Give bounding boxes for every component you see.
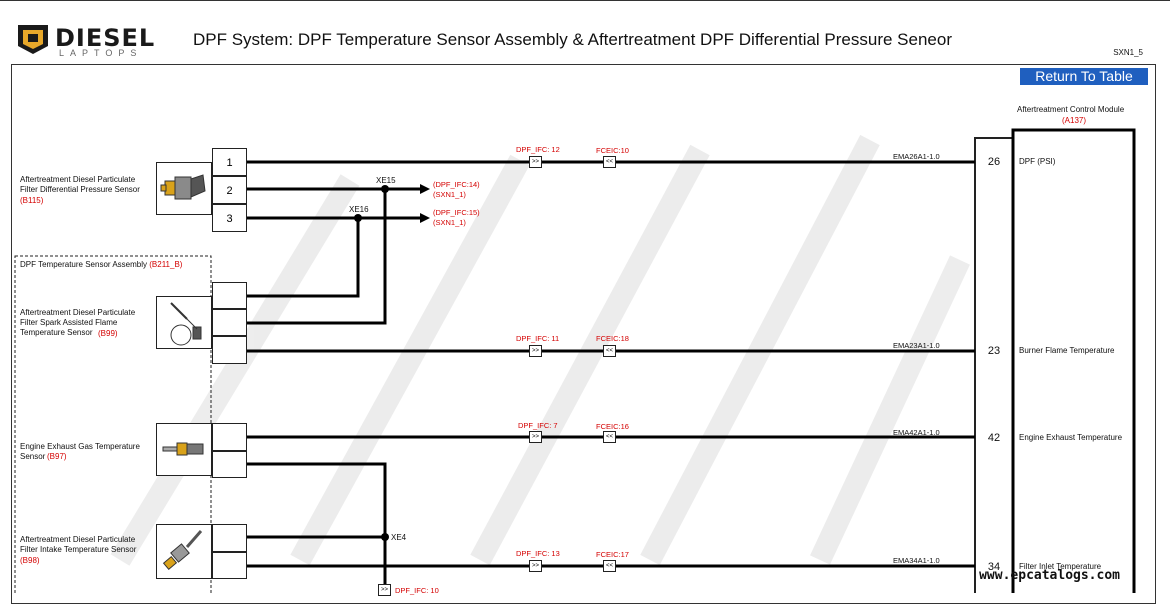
connector-mark-left: << bbox=[603, 560, 616, 572]
sensor-pin-cell bbox=[212, 552, 247, 579]
module-pin-number: 26 bbox=[987, 156, 1001, 168]
page-code: SXN1_5 bbox=[1113, 48, 1143, 57]
exhaust-sensor-image bbox=[156, 423, 212, 476]
arrow-icon bbox=[420, 213, 430, 223]
diesel-laptops-logo: DIESEL LAPTOPS bbox=[15, 22, 160, 60]
wires-group bbox=[246, 160, 975, 590]
sensor-name: Engine Exhaust Gas Temperature Sensor bbox=[20, 442, 140, 461]
connector-mark-left: << bbox=[603, 345, 616, 357]
sensor-pin-cell bbox=[212, 451, 247, 478]
module-pin-label: Engine Exhaust Temperature bbox=[1019, 433, 1123, 442]
sensor-pin-cell: 2 bbox=[212, 176, 247, 204]
ifc-label: DPF_IFC: 7 bbox=[518, 421, 558, 430]
return-to-table-button[interactable]: Return To Table bbox=[1020, 68, 1148, 85]
wire-id: EMA26A1-1.0 bbox=[893, 152, 940, 161]
splice-dot-xe15 bbox=[381, 185, 389, 193]
sensor-name: Aftertreatment Diesel Particulate Filter… bbox=[20, 175, 140, 194]
logo-subtitle: LAPTOPS bbox=[59, 48, 143, 58]
sensor-ref: (B115) bbox=[20, 196, 44, 205]
intake-sensor-image bbox=[156, 524, 212, 579]
wire-id: EMA34A1-1.0 bbox=[893, 556, 940, 565]
connector-mark-left: << bbox=[603, 431, 616, 443]
sensor-pin-cell: 3 bbox=[212, 204, 247, 232]
splice-label-xe15: XE15 bbox=[376, 176, 396, 185]
ifc-label: DPF_IFC: 12 bbox=[516, 145, 560, 154]
wire-id: EMA23A1-1.0 bbox=[893, 341, 940, 350]
splice-label-xe4: XE4 bbox=[391, 533, 407, 542]
logo-wordmark: DIESEL bbox=[55, 24, 156, 52]
module-pin-label: DPF (PSI) bbox=[1019, 157, 1056, 166]
top-border bbox=[0, 0, 1170, 1]
sensor-pin-cell: 1 bbox=[212, 148, 247, 176]
splice-label-xe16: XE16 bbox=[349, 205, 369, 214]
offpage-conn: (DPF_IFC:14) bbox=[433, 180, 480, 189]
fceic-label: FCEIC:10 bbox=[596, 146, 629, 155]
offpage-conn: (DPF_IFC:15) bbox=[433, 208, 480, 217]
module-connector bbox=[974, 137, 1014, 593]
assembly-ref: (B211_B) bbox=[149, 260, 183, 269]
sensor-ref: (B99) bbox=[98, 329, 118, 338]
offpage-page: (SXN1_1) bbox=[433, 218, 466, 227]
wire-b99-to-xe16 bbox=[246, 218, 360, 298]
arrow-icon bbox=[420, 184, 430, 194]
sensor-name: Aftertreatment Diesel Particulate Filter… bbox=[20, 308, 136, 337]
logo-shield-icon bbox=[18, 25, 48, 54]
module-ref: (A137) bbox=[1062, 116, 1087, 125]
module-pin-label: Filter Inlet Temperature bbox=[1019, 562, 1102, 571]
connector-mark-right: >> bbox=[529, 431, 542, 443]
connector-mark-right: >> bbox=[529, 560, 542, 572]
ifc-label: DPF_IFC: 13 bbox=[516, 549, 560, 558]
flame-sensor-icon bbox=[170, 302, 202, 346]
sensor-pin-cell bbox=[212, 524, 247, 552]
watermark-text: www.epcatalogs.com bbox=[979, 568, 1120, 583]
module-pin-number: 23 bbox=[987, 345, 1001, 357]
pressure-sensor-image bbox=[156, 162, 212, 215]
fceic-label: FCEIC:18 bbox=[596, 334, 629, 343]
fceic-label: FCEIC:17 bbox=[596, 550, 629, 559]
assembly-name: DPF Temperature Sensor Assembly (B211_B) bbox=[20, 260, 182, 270]
sensor-name: Aftertreatment Diesel Particulate Filter… bbox=[20, 535, 137, 554]
wire-b97-to-xe4 bbox=[246, 462, 387, 590]
module-pin-label: Burner Flame Temperature bbox=[1019, 346, 1115, 355]
flame-sensor-image bbox=[156, 296, 212, 349]
assembly-title: DPF Temperature Sensor Assembly bbox=[20, 260, 148, 269]
wire-id: EMA42A1-1.0 bbox=[893, 428, 940, 437]
connector-mark-left: << bbox=[603, 156, 616, 168]
ifc-label: DPF_IFC: 11 bbox=[516, 334, 560, 343]
offpage-page: (SXN1_1) bbox=[433, 190, 466, 199]
module-pin-number: 34 bbox=[987, 561, 1001, 573]
module-name: Aftertreatment Control Module bbox=[1017, 105, 1125, 114]
page-title: DPF System: DPF Temperature Sensor Assem… bbox=[193, 30, 952, 49]
bottom-ifc-label: DPF_IFC: 10 bbox=[395, 586, 439, 595]
sensor-pin-cell bbox=[212, 282, 247, 309]
sensor-pin-cell bbox=[212, 423, 247, 451]
sensor-ref: (B98) bbox=[20, 556, 40, 565]
pressure-sensor-icon bbox=[160, 174, 206, 200]
sensor-ref: (B97) bbox=[47, 452, 67, 461]
module-body bbox=[1011, 128, 1136, 593]
sensor-pin-cell bbox=[212, 336, 247, 364]
intake-sensor-icon bbox=[162, 530, 203, 570]
wire-b99-to-xe15 bbox=[246, 189, 387, 325]
exhaust-sensor-icon bbox=[162, 442, 204, 456]
module-pin-number: 42 bbox=[987, 432, 1001, 444]
splice-dot-xe4 bbox=[381, 533, 389, 541]
splice-dot-xe16 bbox=[354, 214, 362, 222]
connector-mark-down: >> bbox=[378, 584, 391, 596]
fceic-label: FCEIC:16 bbox=[596, 422, 629, 431]
sensor-pin-cell bbox=[212, 309, 247, 336]
connector-mark-right: >> bbox=[529, 345, 542, 357]
connector-mark-right: >> bbox=[529, 156, 542, 168]
